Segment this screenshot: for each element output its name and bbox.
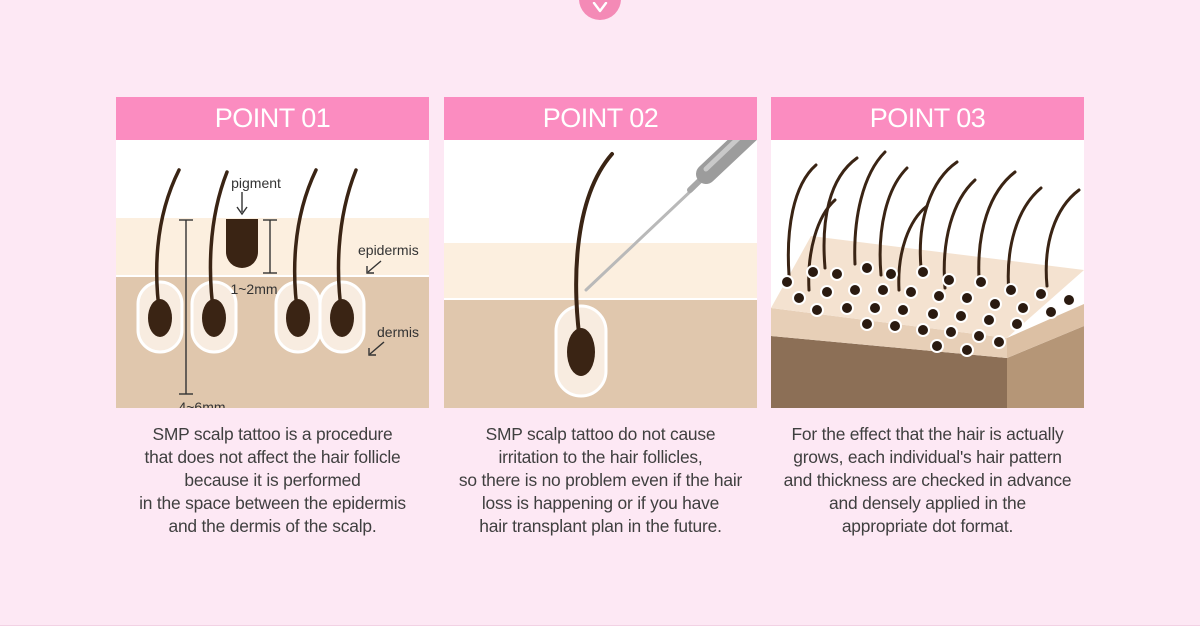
epidermis-arrow-head xyxy=(366,266,374,274)
pigment-deposit xyxy=(226,219,258,268)
hair-strands xyxy=(786,150,1081,296)
point-description: For the effect that the hair is actually… xyxy=(783,424,1072,536)
dermis-label: dermis xyxy=(377,324,419,340)
scalp-block-edge xyxy=(1007,304,1084,358)
point-card-1: POINT 01 xyxy=(116,97,429,538)
pigment-label: pigment xyxy=(231,175,281,191)
illustration-skin-layers: pigment 1~2mm 4~6mm epidermis dermis xyxy=(116,140,429,408)
pigment-arrow-head xyxy=(236,206,248,216)
depth-small-label: 1~2mm xyxy=(230,281,277,297)
point-card-3: POINT 03 xyxy=(771,97,1084,538)
epidermis-layer xyxy=(444,243,757,299)
point-description: SMP scalp tattoo is a procedure that doe… xyxy=(139,424,406,536)
epidermis-label: epidermis xyxy=(358,242,419,258)
point-title: POINT 02 xyxy=(444,97,757,140)
scalp-block-front xyxy=(771,308,1007,358)
chevron-down-icon xyxy=(592,2,608,13)
hair-follicle xyxy=(274,168,322,354)
illustration-dot-pattern xyxy=(771,140,1084,408)
epidermis-arrow xyxy=(367,260,382,273)
hair-follicle xyxy=(318,168,366,354)
point-card-2: POINT 02 SMP scalp tattoo do not cause i… xyxy=(444,97,757,538)
top-badge xyxy=(579,0,621,20)
scalp-block-right-side xyxy=(1007,326,1084,408)
depth-large-label: 4~6mm xyxy=(178,399,225,408)
hair-follicle xyxy=(554,152,614,398)
epidermis-layer xyxy=(116,218,429,276)
hair-follicle xyxy=(190,170,238,354)
point-title: POINT 03 xyxy=(771,97,1084,140)
illustration-needle xyxy=(444,140,757,408)
tattoo-needle xyxy=(584,140,757,292)
point-title: POINT 01 xyxy=(116,97,429,140)
point-description: SMP scalp tattoo do not cause irritation… xyxy=(458,424,743,536)
dermis-arrow-head xyxy=(368,348,376,356)
hair-follicle xyxy=(136,168,184,354)
dermis-arrow xyxy=(369,341,385,355)
points-section: POINT 01 xyxy=(116,97,1084,537)
scalp-block-left-side xyxy=(771,336,1007,408)
tattoo-dots xyxy=(780,261,1076,357)
